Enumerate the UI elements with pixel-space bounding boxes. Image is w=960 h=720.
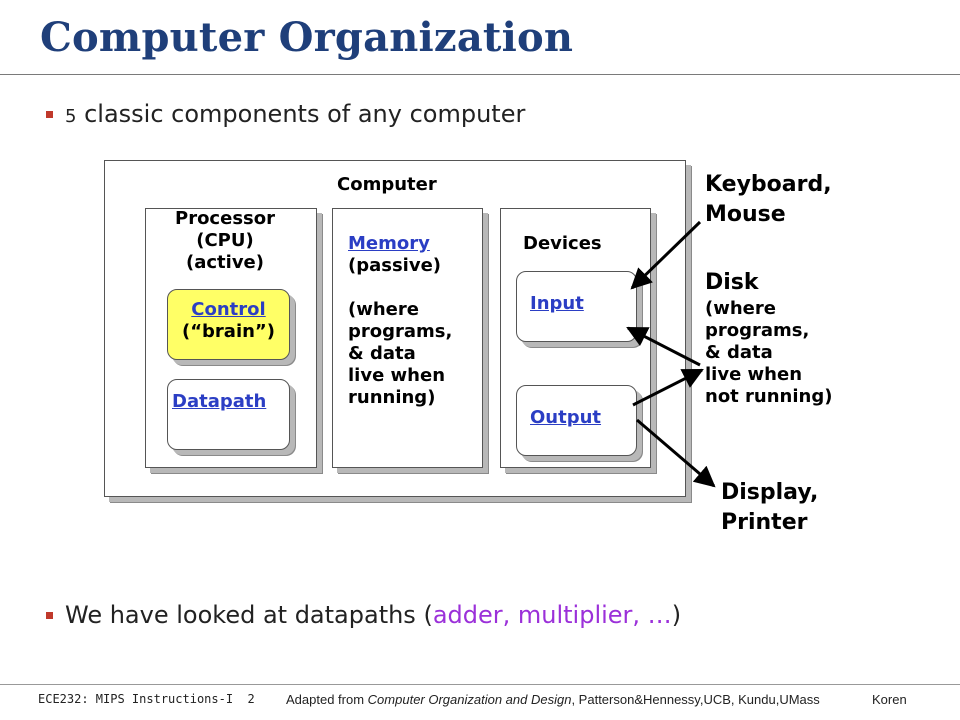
bullet-components: 5 classic components of any computer <box>46 100 525 128</box>
devices-label: Devices <box>523 233 602 254</box>
title-divider <box>0 74 960 75</box>
bullet2-prefix: We have looked at datapaths ( <box>65 601 433 629</box>
control-label: Control (“brain”) <box>181 299 275 342</box>
display-printer-label: Display, Printer <box>721 480 819 535</box>
bullet-number: 5 <box>65 106 77 127</box>
keyboard-mouse-label: Keyboard, Mouse <box>705 172 832 227</box>
input-label: Input <box>530 293 584 314</box>
bullet-square-icon <box>46 611 53 619</box>
page-number: 2 <box>247 692 255 706</box>
footer-divider <box>0 684 960 685</box>
footer-author: Koren <box>872 692 907 707</box>
bullet-datapaths: We have looked at datapaths (adder, mult… <box>46 601 681 629</box>
bullet2-highlight: adder, multiplier, … <box>432 601 672 629</box>
output-label: Output <box>530 407 602 428</box>
output-box <box>516 385 637 456</box>
footer-credit: Adapted from Computer Organization and D… <box>286 692 820 707</box>
datapath-label: Datapath <box>172 391 267 412</box>
memory-text: Memory (passive) (where programs, & data… <box>348 233 453 408</box>
control-box <box>167 289 290 360</box>
disk-text: (where programs, & data live when not ru… <box>705 298 833 407</box>
datapath-box <box>167 379 290 450</box>
footer-course: ECE232: MIPS Instructions-I 2 <box>38 692 255 706</box>
input-box <box>516 271 637 342</box>
bullet-square-icon <box>46 110 53 118</box>
slide-title: Computer Organization <box>40 14 574 61</box>
bullet2-suffix: ) <box>671 601 682 629</box>
memory-box <box>332 208 483 468</box>
bullet-text: classic components of any computer <box>84 100 526 128</box>
disk-heading: Disk <box>705 270 759 295</box>
computer-label: Computer <box>337 174 437 195</box>
processor-label: Processor (CPU) (active) <box>175 208 275 273</box>
